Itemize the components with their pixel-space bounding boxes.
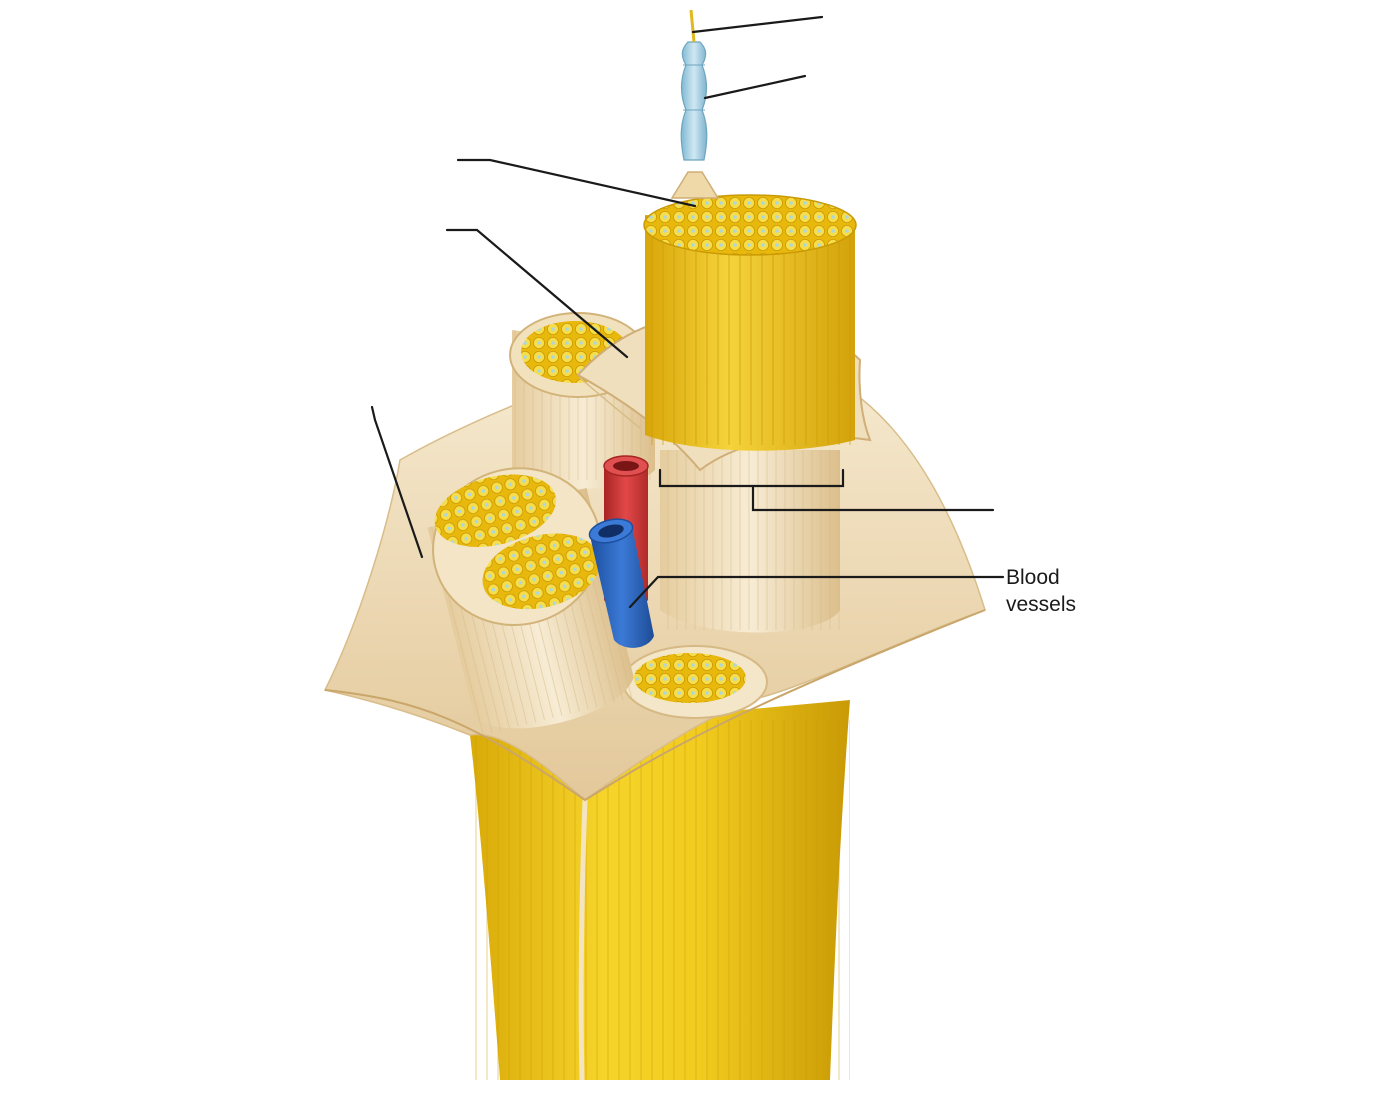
leader-perineurium — [445, 228, 629, 359]
bracket-fascicle — [658, 468, 845, 488]
blood-vessels-label-line1: Blood — [1006, 566, 1060, 589]
leader-fascicle — [751, 484, 995, 512]
nerve-trunk — [470, 700, 850, 1081]
leader-lines — [370, 15, 1005, 609]
single-nerve-fiber — [670, 9, 720, 199]
axon-bundle — [643, 194, 857, 451]
blood-vessels-label: Blood vessels — [1006, 566, 1076, 616]
vein — [588, 518, 654, 648]
fascicle-right — [660, 450, 840, 633]
fascicle-front-left — [427, 467, 639, 737]
leader-axon — [691, 15, 824, 34]
small-fascicle — [622, 645, 768, 719]
leader-epineurium — [370, 405, 424, 559]
leader-myelin-sheath — [703, 74, 807, 100]
leader-blood-vessels — [628, 575, 1005, 609]
leader-endoneurium — [456, 158, 697, 208]
blood-vessels-label-line2: vessels — [1006, 593, 1076, 616]
